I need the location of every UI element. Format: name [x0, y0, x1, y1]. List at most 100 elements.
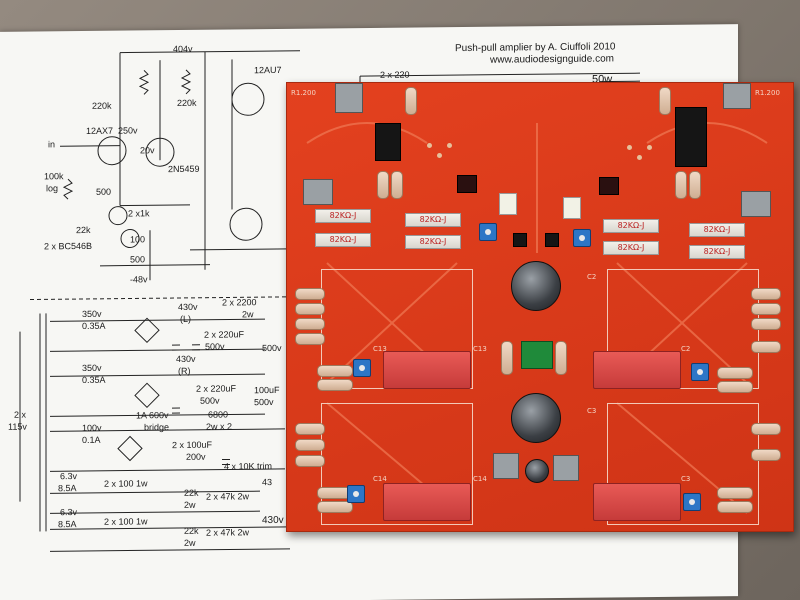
label-500v-a2: 500v	[262, 342, 282, 354]
label-2w-a: 2w	[184, 499, 196, 510]
label-350v-b: 350v	[82, 362, 102, 374]
label-500: 500	[96, 186, 112, 197]
resistor-82k: 82KΩ-J	[405, 213, 461, 227]
schematic-wiring	[19, 50, 640, 552]
silk-label: C3	[587, 407, 597, 415]
label-6800: 6800	[208, 409, 229, 420]
label-63v-b: 6.3v	[60, 507, 78, 518]
resistor-82k: 82KΩ-J	[689, 223, 745, 237]
pcb-pad	[447, 143, 452, 148]
resistor	[659, 87, 671, 115]
label-bridge: bridge	[144, 422, 170, 433]
trimmer-potentiometer	[479, 223, 497, 241]
pcb-pad	[627, 145, 632, 150]
terminal-block	[553, 455, 579, 481]
resistor	[675, 171, 687, 199]
label-85a-b: 8.5A	[58, 519, 77, 530]
label-500v-a: 500v	[205, 341, 225, 352]
label-2wx2: 2w x 2	[206, 421, 233, 432]
label-100k: 100k	[44, 171, 64, 182]
label-20v: 20v	[140, 145, 155, 156]
resistor	[751, 288, 781, 300]
trimmer-potentiometer	[573, 229, 591, 247]
label-2x2200: 2 x 2200	[222, 297, 257, 308]
transistor	[599, 177, 619, 195]
label-neg48: -48v	[130, 274, 148, 285]
resistor	[751, 303, 781, 315]
silk-label: C13	[373, 345, 387, 353]
resistor	[295, 288, 325, 300]
label-2x47k-b: 2 x 47k 2w	[206, 527, 250, 538]
label-4x10k-trim: 4 x 10K trim	[224, 461, 273, 472]
silk-label: C2	[587, 273, 597, 281]
label-430v-r: 430v	[176, 353, 196, 365]
resistor	[317, 365, 353, 377]
label-2x100-1w-a: 2 x 100 1w	[104, 478, 148, 489]
resistor	[295, 303, 325, 315]
terminal-block	[521, 341, 553, 369]
amplifier-pcb: 82KΩ-J 82KΩ-J 82KΩ-J 82KΩ-J 82KΩ-J 82KΩ-…	[286, 82, 794, 532]
schematic-sheet: Push-pull amplier by A. Ciuffoli 2010 ww…	[0, 24, 738, 600]
terminal-block	[335, 83, 363, 113]
label-2x220uf-a: 2 x 220uF	[204, 329, 245, 340]
silk-label: R1.200	[291, 89, 316, 97]
resistor	[751, 341, 781, 353]
label-12ax7: 12AX7	[86, 125, 114, 136]
label-1a600v: 1A 600v	[136, 410, 169, 421]
resistor	[751, 449, 781, 461]
silk-label: C2	[681, 345, 691, 353]
terminal-block	[723, 83, 751, 109]
silk-label: C13	[473, 345, 487, 353]
resistor	[317, 501, 353, 513]
label-85a-a: 8.5A	[58, 483, 77, 494]
resistor	[405, 87, 417, 115]
label-in: in	[48, 139, 56, 150]
label-2x100-1w-b: 2 x 100 1w	[104, 516, 148, 527]
jumper-header	[499, 193, 517, 215]
resistor	[501, 341, 513, 375]
film-capacitor	[383, 351, 471, 389]
terminal-block	[303, 179, 333, 205]
resistor	[295, 333, 325, 345]
label-100uf: 100uF	[254, 384, 280, 396]
label-22k-a: 22k	[184, 487, 199, 498]
silk-label: C14	[473, 475, 487, 483]
label-2x1k: 2 x1k	[128, 208, 150, 219]
trimmer-potentiometer	[353, 359, 371, 377]
silk-label: C3	[681, 475, 691, 483]
label-100v: 100v	[82, 422, 102, 434]
label-430v-l: 430v	[178, 301, 198, 313]
label-2w: 2w	[242, 309, 254, 320]
label-43: 43	[262, 477, 273, 488]
label-350v-a: 350v	[82, 308, 102, 320]
resistor	[295, 439, 325, 451]
label-2w-b: 2w	[184, 537, 196, 548]
label-12au7: 12AU7	[254, 64, 282, 76]
electrolytic-capacitor	[525, 459, 549, 483]
film-capacitor	[593, 483, 681, 521]
label-01a: 0.1A	[82, 434, 101, 446]
label-500b: 500	[130, 254, 146, 265]
pcb-pad	[427, 143, 432, 148]
label-r: (R)	[178, 365, 191, 377]
label-2x220: 2 x 220	[380, 69, 410, 80]
resistor	[689, 171, 701, 199]
resistor	[717, 487, 753, 499]
label-2x100uf: 2 x 100uF	[172, 439, 213, 451]
resistor	[555, 341, 567, 375]
label-250v: 250v	[118, 125, 138, 136]
terminal-block	[741, 191, 771, 217]
pcb-pad	[437, 153, 442, 158]
label-63v-a: 6.3v	[60, 471, 78, 482]
jumper-header	[563, 197, 581, 219]
trimmer-potentiometer	[691, 363, 709, 381]
terminal-block	[493, 453, 519, 479]
resistor	[751, 318, 781, 330]
label-log: log	[46, 183, 59, 194]
resistor	[295, 455, 325, 467]
resistor-82k: 82KΩ-J	[405, 235, 461, 249]
relay	[675, 107, 707, 167]
resistor	[717, 501, 753, 513]
film-capacitor	[383, 483, 471, 521]
